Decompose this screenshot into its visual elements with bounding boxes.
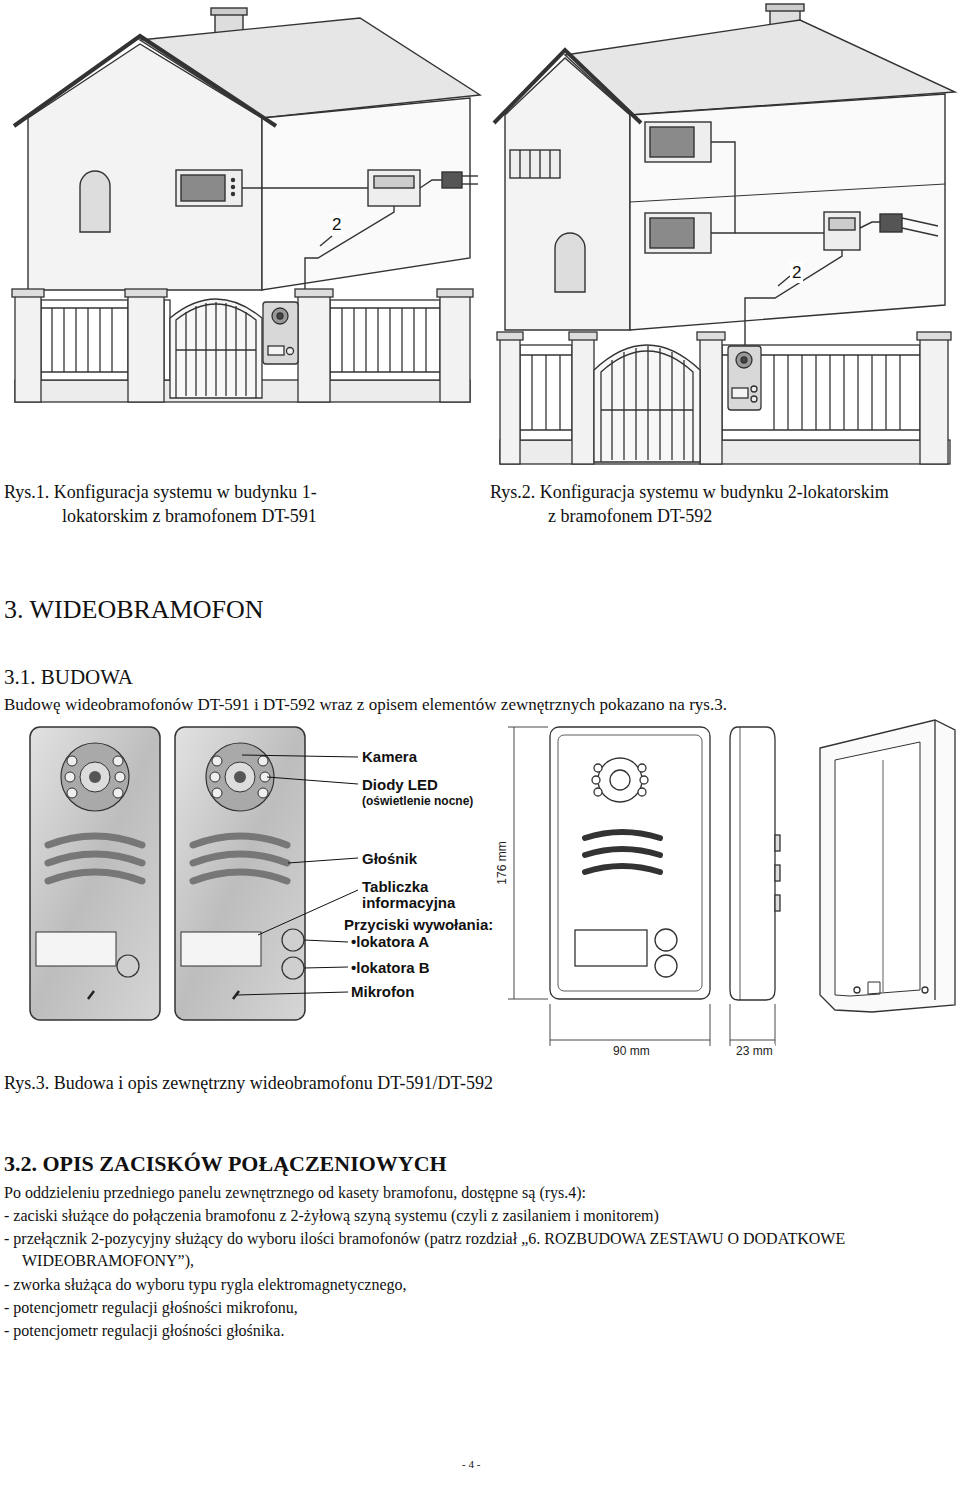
- dimension: 176 mm: [495, 839, 509, 886]
- dimension-lines: [508, 727, 775, 1046]
- figure-caption: Rys.2. Konfiguracja systemu w budynku 2-…: [490, 480, 890, 528]
- part-label: Przyciski wywołania:: [344, 917, 493, 933]
- list-item: - potencjometr regulacji głośności głośn…: [4, 1320, 284, 1342]
- leader-lines: [237, 755, 358, 995]
- figure-caption: Rys.3. Budowa i opis zewnętrzny wideobra…: [4, 1071, 493, 1095]
- house-2: [494, 4, 955, 346]
- fence-2: [497, 332, 951, 464]
- list-item: - zworka służąca do wyboru typu rygla el…: [4, 1274, 407, 1296]
- part-note: (oświetlenie nocne): [362, 794, 473, 808]
- part-label: Mikrofon: [351, 984, 414, 1000]
- part-label: Tabliczka informacyjna: [362, 879, 480, 911]
- page-number: - 4 -: [462, 1458, 480, 1472]
- part-label: Diody LED: [362, 777, 438, 793]
- door-station-592: [175, 727, 305, 1020]
- door-station-views: [550, 720, 955, 1012]
- door-station-591: [30, 727, 160, 1020]
- callout-number: 2: [330, 214, 343, 235]
- subsection-heading: 3.1. BUDOWA: [4, 664, 133, 690]
- house-1: [14, 8, 480, 302]
- part-label: Głośnik: [362, 851, 417, 867]
- part-label: •lokatora A: [351, 934, 429, 950]
- body-text: Budowę wideobramofonów DT-591 i DT-592 w…: [4, 694, 727, 715]
- part-label: •lokatora B: [351, 960, 430, 976]
- list-item: - potencjometr regulacji głośności mikro…: [4, 1297, 298, 1319]
- callout-number: 2: [790, 262, 803, 283]
- section-heading: 3.2. OPIS ZACISKÓW POŁĄCZENIOWYCH: [4, 1150, 447, 1178]
- list-item: - zaciski służące do połączenia bramofon…: [4, 1205, 659, 1227]
- section-heading: 3. WIDEOBRAMOFON: [4, 594, 264, 627]
- dimension: 23 mm: [734, 1044, 775, 1058]
- body-text: Po oddzieleniu przedniego panelu zewnętr…: [4, 1182, 586, 1204]
- figure-caption: Rys.1. Konfiguracja systemu w budynku 1-…: [4, 480, 384, 528]
- dimension: 90 mm: [611, 1044, 652, 1058]
- part-label: Kamera: [362, 749, 417, 765]
- fence-1: [12, 289, 473, 402]
- list-item: - przełącznik 2-pozycyjny służący do wyb…: [4, 1228, 950, 1272]
